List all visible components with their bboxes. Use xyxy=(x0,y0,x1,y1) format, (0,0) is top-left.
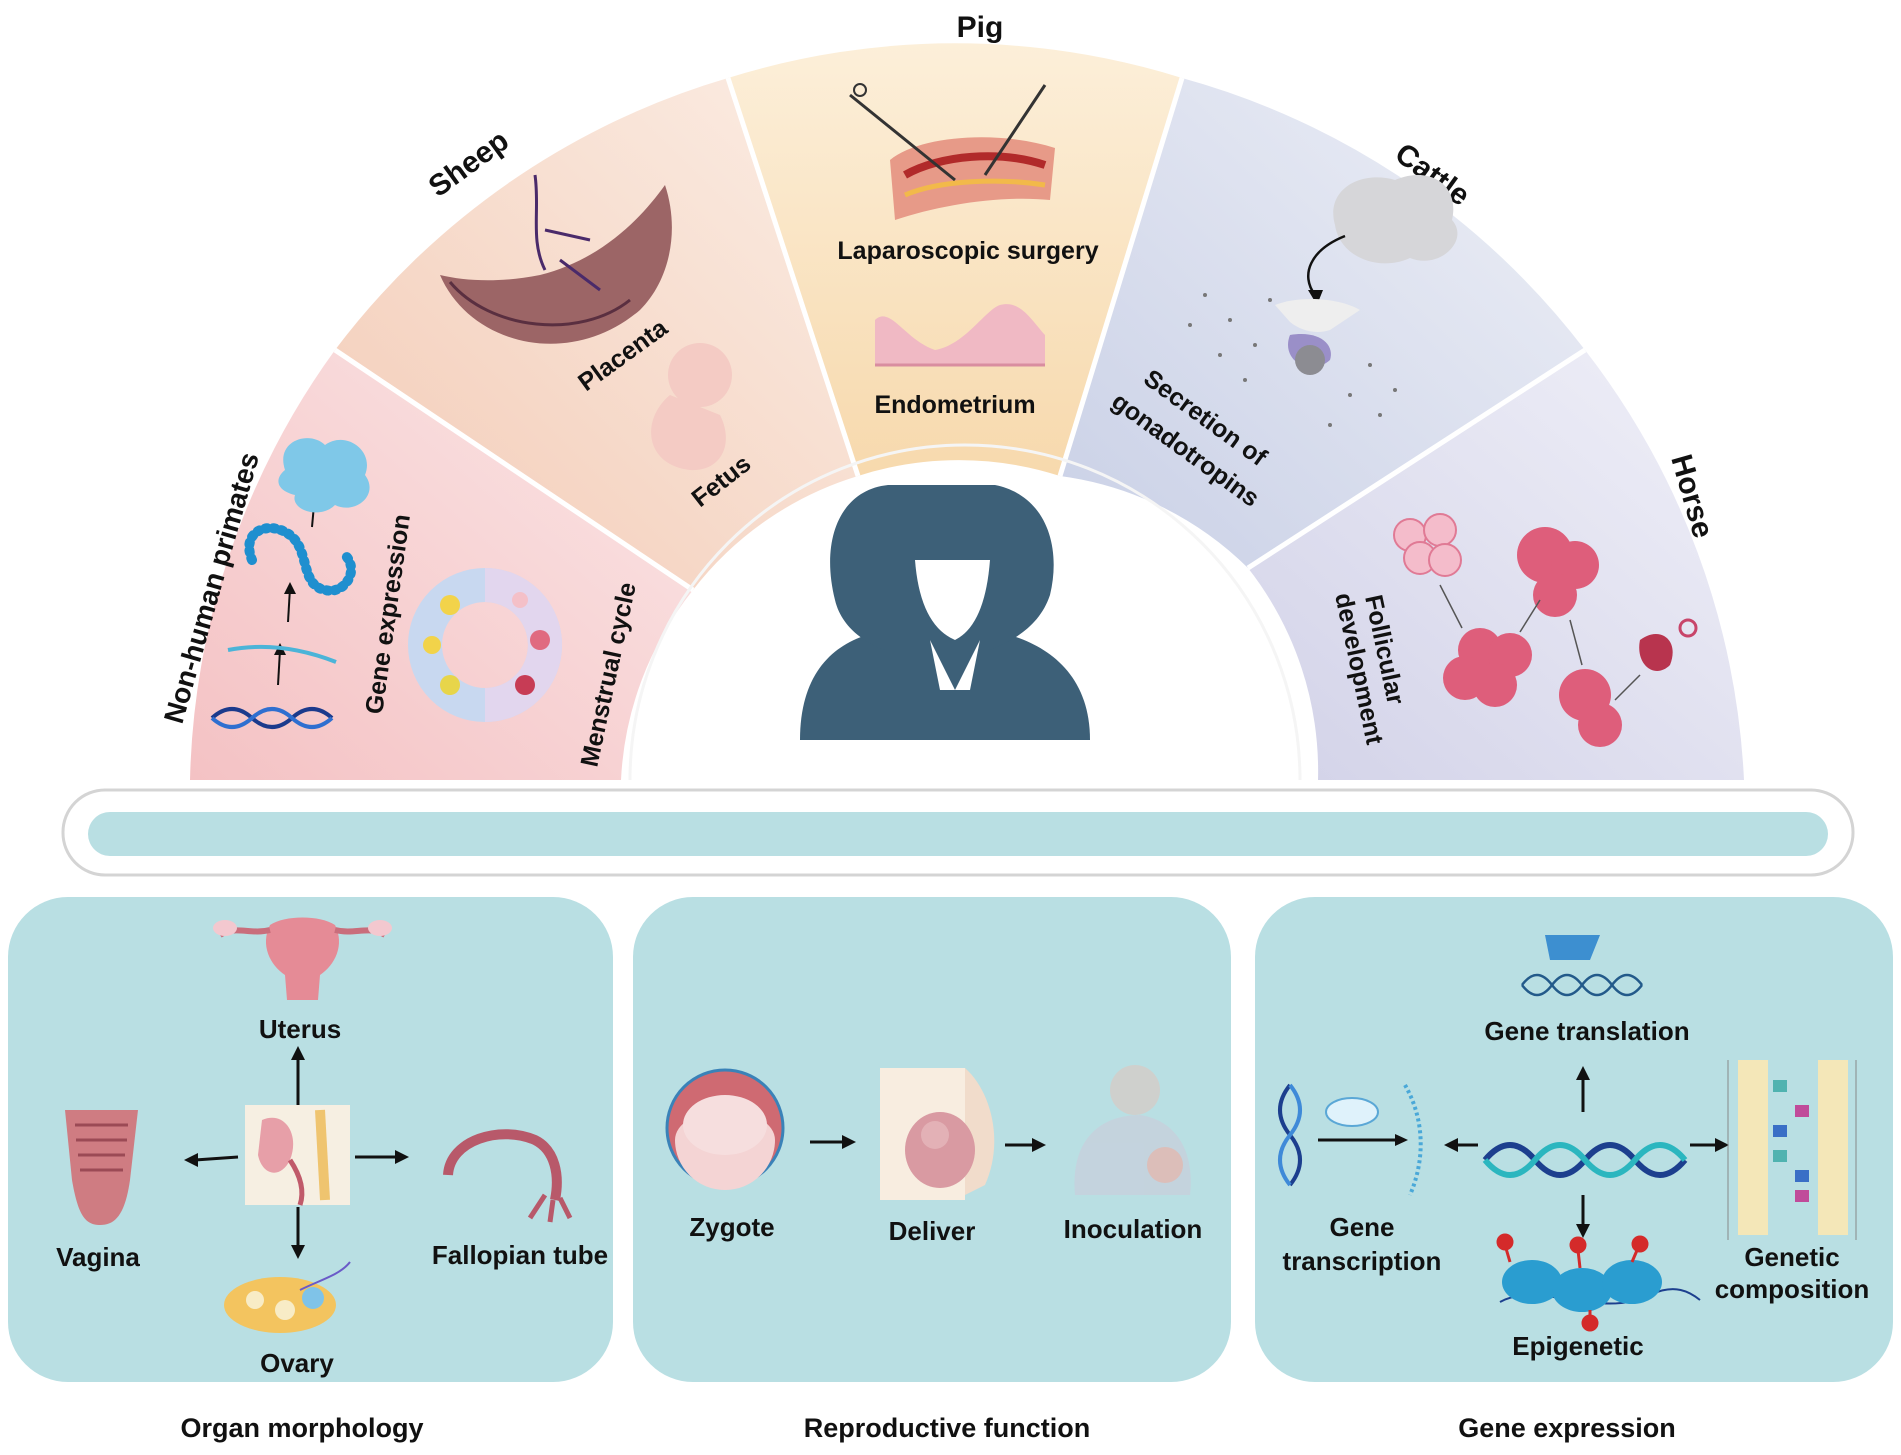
label-uterus: Uterus xyxy=(259,1014,341,1044)
transcription-dna-icon xyxy=(1278,1083,1302,1187)
pen-dna-icon xyxy=(1521,935,1643,997)
sector-dividers xyxy=(333,77,1587,781)
hormone-dots-icon xyxy=(1188,293,1397,427)
label-vagina: Vagina xyxy=(56,1242,140,1272)
uterus-icon xyxy=(213,917,392,1000)
label-deliver: Deliver xyxy=(889,1216,976,1246)
mrna-strand-icon xyxy=(227,644,337,664)
label-fallopian-tube: Fallopian tube xyxy=(432,1240,608,1270)
topic-endometrium: Endometrium xyxy=(874,391,1035,419)
arrow-curve-icon xyxy=(1307,234,1346,296)
arrow-deliver-inoculation xyxy=(1005,1138,1046,1152)
pituitary-gland-icon xyxy=(1275,298,1360,375)
woman-silhouette-icon xyxy=(800,485,1090,740)
label-zygote: Zygote xyxy=(689,1212,774,1242)
label-gene-transcription-line2: transcription xyxy=(1283,1246,1442,1276)
arrowhead-icon xyxy=(1308,290,1323,305)
mrna-icon xyxy=(1403,1084,1423,1196)
protein-blob-icon xyxy=(278,438,370,513)
laparoscopic-surgery-icon xyxy=(849,83,1055,220)
pregnancy-icon xyxy=(880,1068,995,1200)
label-inoculation: Inoculation xyxy=(1064,1214,1203,1244)
animal-label-pig: Pig xyxy=(957,11,1004,44)
connector-bar xyxy=(88,812,1828,856)
label-gene-transcription-line1: Gene xyxy=(1329,1212,1394,1242)
menstrual-cycle-icon xyxy=(408,568,562,722)
fetus-icon xyxy=(651,343,732,471)
label-gene-translation: Gene translation xyxy=(1484,1016,1689,1046)
brain-icon xyxy=(1333,174,1458,264)
dna-helix-icon xyxy=(210,707,334,729)
nucleosome-icon xyxy=(1496,1233,1701,1332)
panel-gene-expression xyxy=(1255,897,1893,1382)
arrow-zygote-deliver xyxy=(810,1135,856,1149)
arrow-up-icon xyxy=(277,649,281,686)
label-epigenetic: Epigenetic xyxy=(1512,1331,1643,1361)
sector-horse xyxy=(1248,350,1744,780)
placenta-icon xyxy=(440,174,672,344)
follicle-cells-icon xyxy=(1393,513,1698,747)
genetic-composition-icon xyxy=(1727,1060,1857,1240)
topic-laparoscopic-surgery: Laparoscopic surgery xyxy=(837,237,1098,265)
gene-arrows xyxy=(1318,1066,1729,1238)
breastfeeding-icon xyxy=(1074,1065,1191,1195)
label-ovary: Ovary xyxy=(260,1348,334,1378)
ovary-icon xyxy=(224,1261,351,1333)
central-dna-helix-icon xyxy=(1482,1142,1688,1178)
caption-gene-expression: Gene expression xyxy=(1458,1413,1676,1443)
vagina-icon xyxy=(65,1110,138,1225)
pelvis-anatomy-icon xyxy=(245,1105,350,1206)
zygote-icon xyxy=(665,1068,785,1190)
label-genetic-composition-line1: Genetic xyxy=(1744,1242,1839,1272)
sector-pig xyxy=(728,43,1182,477)
rna-polymerase-icon xyxy=(1325,1097,1379,1127)
arrowhead-icon xyxy=(284,582,296,594)
organ-arrows xyxy=(184,1046,409,1259)
polypeptide-chain-icon xyxy=(244,523,356,596)
fallopian-tube-icon xyxy=(443,1129,573,1223)
endometrium-icon xyxy=(875,304,1045,367)
caption-organ-morphology: Organ morphology xyxy=(181,1413,424,1443)
label-genetic-composition-line2: composition xyxy=(1715,1274,1870,1304)
caption-reproductive-function: Reproductive function xyxy=(804,1413,1091,1443)
